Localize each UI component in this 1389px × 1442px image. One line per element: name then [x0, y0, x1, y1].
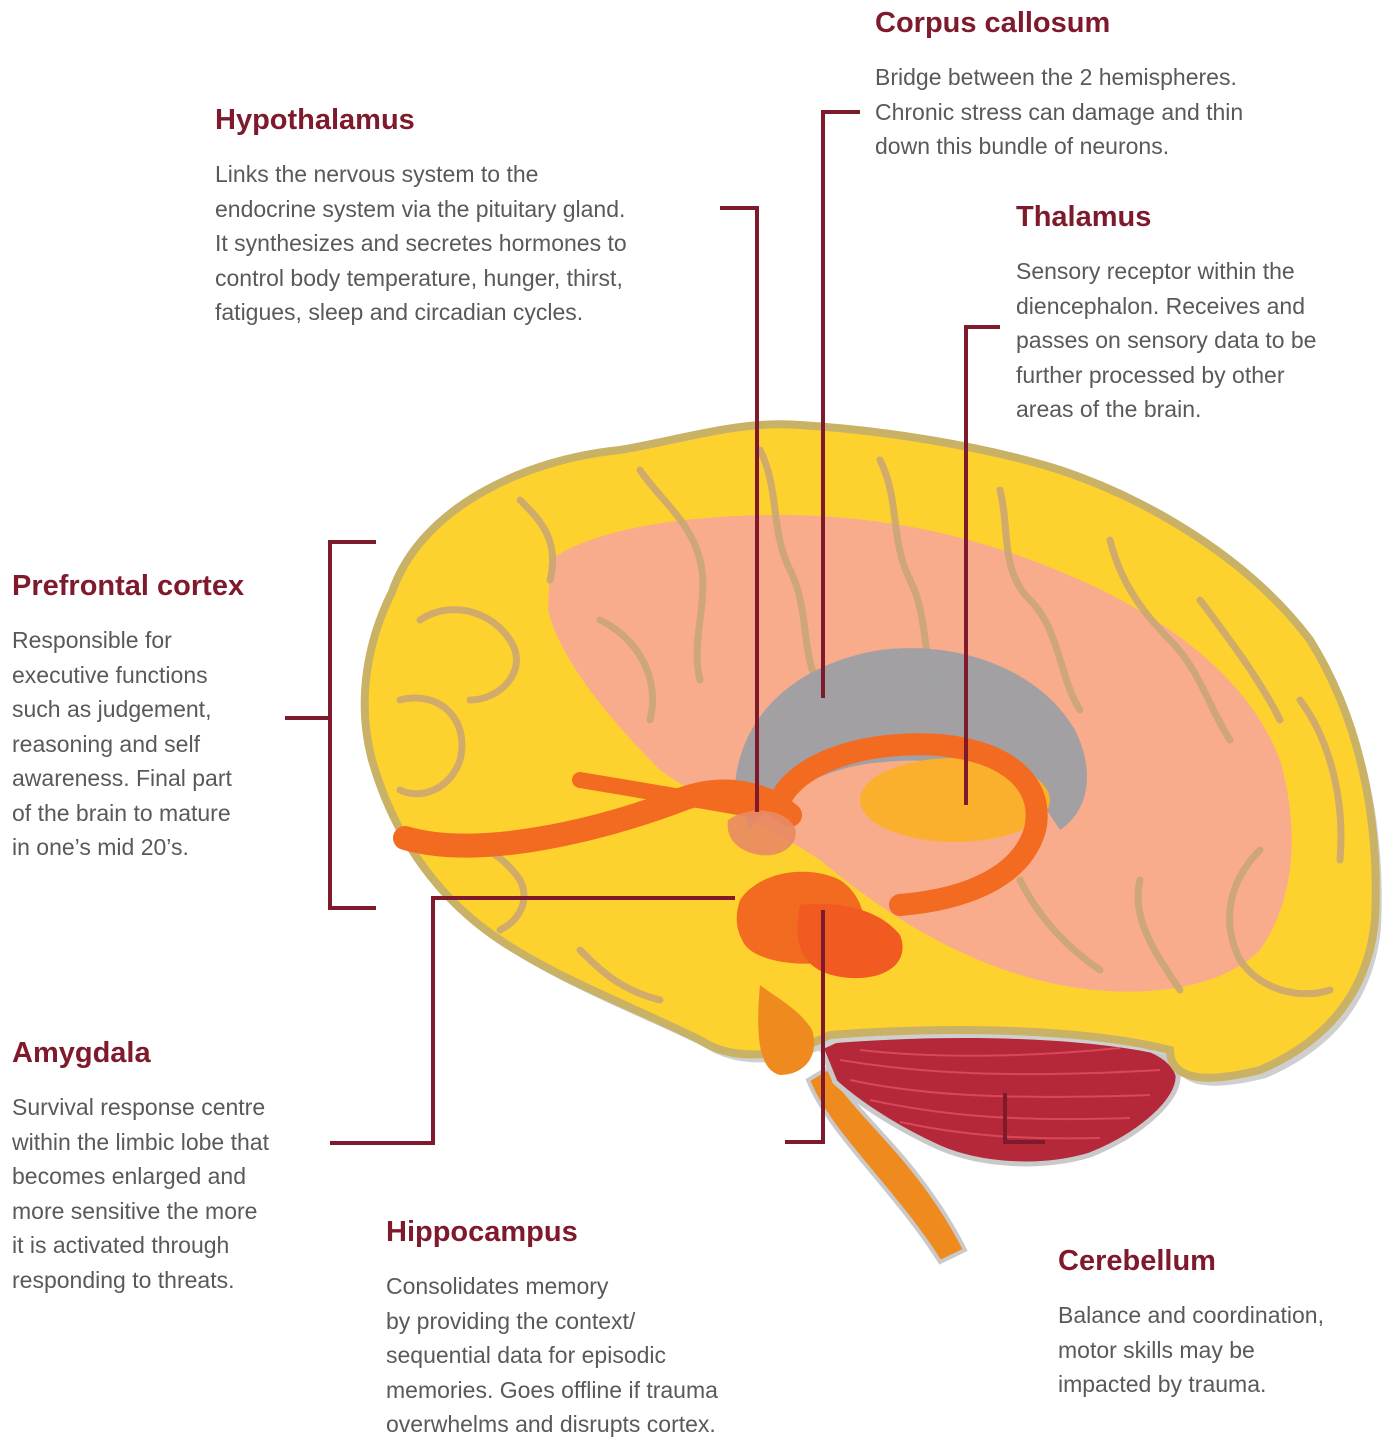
- amygdala-text: Survival response centre within the limb…: [12, 1090, 332, 1297]
- thalamus-text: Sensory receptor within the diencephalon…: [1016, 254, 1386, 427]
- hypothalamus-label: Hypothalamus Links the nervous system to…: [215, 103, 715, 330]
- hypothalamus-text: Links the nervous system to the endocrin…: [215, 157, 715, 330]
- amygdala-title: Amygdala: [12, 1036, 332, 1070]
- thalamus-title: Thalamus: [1016, 200, 1386, 234]
- prefrontal-cortex-label: Prefrontal cortex Responsible for execut…: [12, 569, 287, 865]
- cerebellum-label: Cerebellum Balance and coordination, mot…: [1058, 1244, 1383, 1402]
- amygdala-label: Amygdala Survival response centre within…: [12, 1036, 332, 1297]
- corpus-callosum-text: Bridge between the 2 hemispheres. Chroni…: [875, 60, 1355, 164]
- hippocampus-label: Hippocampus Consolidates memory by provi…: [386, 1215, 806, 1442]
- cerebellum-text: Balance and coordination, motor skills m…: [1058, 1298, 1383, 1402]
- cerebellum-title: Cerebellum: [1058, 1244, 1383, 1278]
- corpus-callosum-label: Corpus callosum Bridge between the 2 hem…: [875, 6, 1355, 164]
- thalamus-label: Thalamus Sensory receptor within the die…: [1016, 200, 1386, 427]
- corpus-callosum-title: Corpus callosum: [875, 6, 1355, 40]
- prefrontal-cortex-title: Prefrontal cortex: [12, 569, 287, 603]
- hippocampus-text: Consolidates memory by providing the con…: [386, 1269, 806, 1442]
- hypothalamus-title: Hypothalamus: [215, 103, 715, 137]
- prefrontal-cortex-text: Responsible for executive functions such…: [12, 623, 287, 865]
- hippocampus-title: Hippocampus: [386, 1215, 806, 1249]
